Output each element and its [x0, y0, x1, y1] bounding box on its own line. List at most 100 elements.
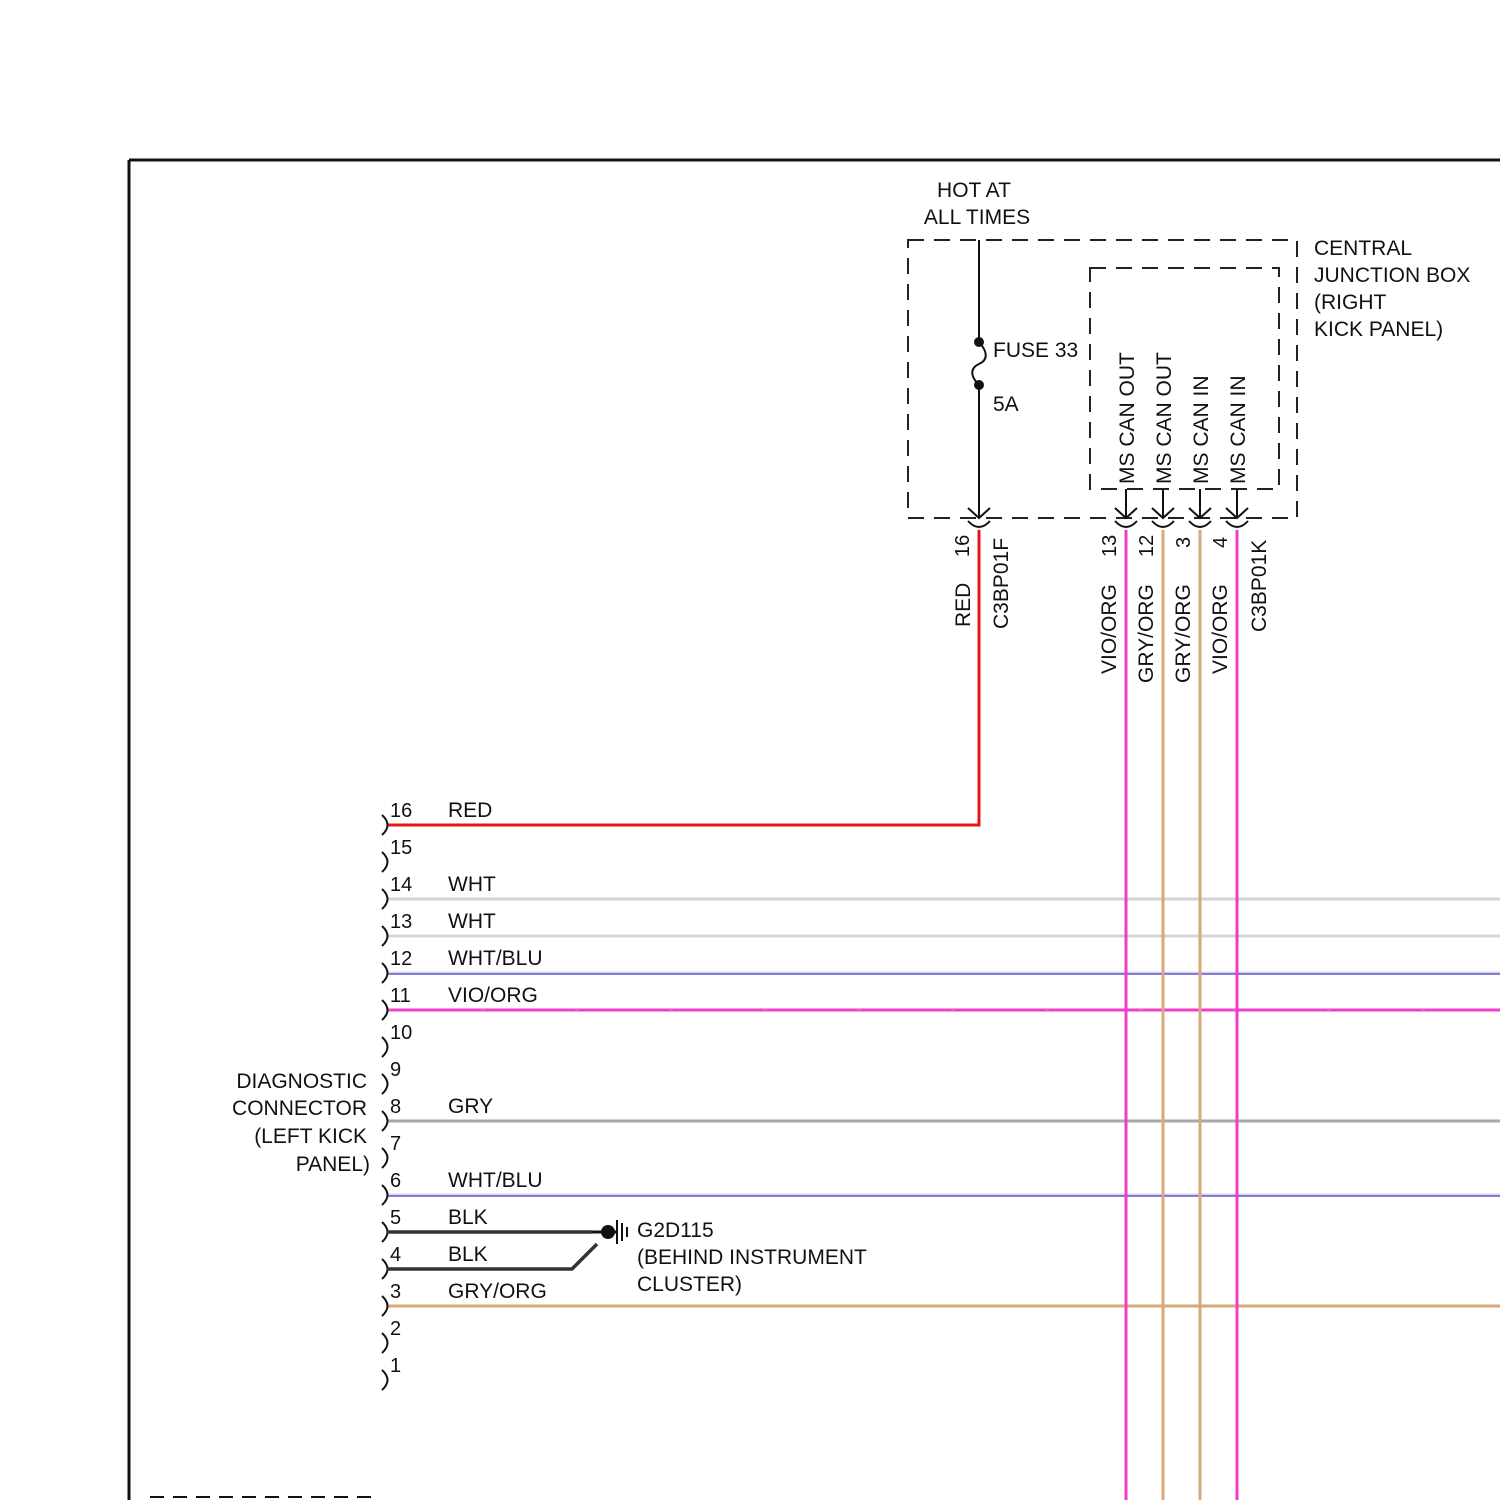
c3bp01f-name: C3BP01F: [990, 538, 1013, 629]
diagnostic-pin-terminal: [382, 1000, 388, 1020]
diagnostic-pin-10: 10: [382, 1022, 412, 1057]
diagnostic-pin-terminal: [382, 1037, 388, 1057]
c3bp01k-pin-4-number: 4: [1210, 537, 1232, 548]
diagnostic-pin-wire-color: GRY/ORG: [448, 1280, 547, 1303]
diagnostic-pin-terminal: [382, 1296, 388, 1316]
central-junction-box-label: CENTRAL JUNCTION BOX (RIGHT KICK PANEL): [1314, 237, 1470, 341]
diagnostic-pin-9: 9: [382, 1059, 401, 1094]
diagnostic-pin-wire-color: WHT: [448, 873, 496, 896]
diagnostic-pin-number: 3: [390, 1281, 401, 1303]
diagnostic-pin-number: 11: [390, 985, 411, 1007]
svg-text:CONNECTOR: CONNECTOR: [232, 1097, 367, 1120]
diagnostic-pin-8: 8 GRY: [382, 1095, 493, 1131]
diagram-frame: [129, 160, 1500, 1500]
svg-text:JUNCTION BOX: JUNCTION BOX: [1314, 264, 1470, 287]
diagnostic-pin-terminal: [382, 1148, 388, 1168]
c3bp01k-pin-12-wire: GRY/ORG: [1135, 584, 1158, 683]
diagnostic-pin-number: 4: [390, 1244, 401, 1266]
diagnostic-pin-terminal: [382, 1185, 388, 1205]
svg-text:(RIGHT: (RIGHT: [1314, 291, 1386, 314]
diagnostic-pin-number: 12: [390, 948, 412, 970]
c3bp01k-pin-4: MS CAN IN 4 VIO/ORG: [1209, 375, 1250, 674]
fuse-rating-label: 5A: [993, 393, 1019, 416]
ground-location-line2: CLUSTER): [637, 1273, 742, 1296]
hot-at-all-times-label: HOT AT ALL TIMES: [924, 179, 1030, 229]
c3bp01k-pin-4-wire: VIO/ORG: [1209, 584, 1232, 674]
diagnostic-pin-terminal: [382, 1370, 388, 1390]
diagnostic-pin-terminal: [382, 815, 388, 835]
diagnostic-pin-number: 16: [390, 800, 412, 822]
c3bp01k-pin-3-wire: GRY/ORG: [1172, 584, 1195, 683]
diagnostic-pin-13: 13 WHT: [382, 910, 496, 946]
svg-text:KICK PANEL): KICK PANEL): [1314, 318, 1443, 341]
svg-text:PANEL): PANEL): [296, 1153, 370, 1176]
ground-g2d115: G2D115 (BEHIND INSTRUMENT CLUSTER): [592, 1219, 867, 1296]
diagnostic-pin-wire-color: BLK: [448, 1206, 488, 1229]
diagnostic-pin-number: 14: [390, 874, 412, 896]
ground-wires: [387, 1232, 597, 1269]
c3bp01k-pin-3-function: MS CAN IN: [1190, 375, 1213, 484]
fuse-name-label: FUSE 33: [993, 339, 1078, 362]
ground-name: G2D115: [637, 1219, 714, 1242]
horizontal-wires: [387, 899, 1500, 1306]
diagnostic-pin-number: 2: [390, 1318, 401, 1340]
diagnostic-pin-wire-color: WHT: [448, 910, 496, 933]
diagnostic-pin-4: 4 BLK: [382, 1243, 488, 1279]
c3bp01k-name: C3BP01K: [1248, 540, 1271, 632]
diagnostic-pin-number: 10: [390, 1022, 412, 1044]
diagnostic-pin-terminal: [382, 963, 388, 983]
diagnostic-pin-6: 6 WHT/BLU: [382, 1169, 543, 1205]
diagnostic-pin-wire-color: BLK: [448, 1243, 488, 1266]
diagnostic-pin-wire-color: WHT/BLU: [448, 1169, 543, 1192]
svg-text:HOT AT: HOT AT: [937, 179, 1011, 202]
c3bp01f-pin-number: 16: [952, 535, 974, 557]
diagnostic-pin-7: 7: [382, 1133, 401, 1168]
diagnostic-pin-number: 8: [390, 1096, 401, 1118]
c3bp01f-wire-color: RED: [952, 583, 975, 627]
diagnostic-pin-terminal: [382, 926, 388, 946]
diagnostic-pin-wire-color: WHT/BLU: [448, 947, 543, 970]
svg-text:DIAGNOSTIC: DIAGNOSTIC: [236, 1070, 367, 1093]
diagnostic-pin-terminal: [382, 1333, 388, 1353]
diagnostic-pin-number: 1: [390, 1355, 401, 1377]
svg-text:CENTRAL: CENTRAL: [1314, 237, 1412, 260]
diagnostic-pin-wire-color: GRY: [448, 1095, 493, 1118]
diagnostic-pin-11: 11 VIO/ORG: [382, 984, 538, 1020]
diagnostic-pin-14: 14 WHT: [382, 873, 496, 909]
diagnostic-pin-number: 6: [390, 1170, 401, 1192]
diagnostic-connector-label: DIAGNOSTIC CONNECTOR (LEFT KICK PANEL): [232, 1070, 370, 1176]
c3bp01k-pin-3: MS CAN IN 3 GRY/ORG: [1172, 375, 1213, 683]
c3bp01k-pin-13-function: MS CAN OUT: [1116, 352, 1139, 484]
c3bp01k-pin-13-wire: VIO/ORG: [1098, 584, 1121, 674]
c3bp01k-pin-3-number: 3: [1173, 537, 1195, 548]
diagnostic-pin-terminal: [382, 852, 388, 872]
connector-c3bp01f: 16 RED C3BP01F: [952, 508, 1013, 629]
diagnostic-pin-number: 5: [390, 1207, 401, 1229]
c3bp01k-pin-13-number: 13: [1099, 535, 1121, 557]
diagnostic-pin-terminal: [382, 1111, 388, 1131]
diagnostic-pin-2: 2: [382, 1318, 401, 1353]
diagnostic-pin-number: 13: [390, 911, 412, 933]
wire-red: [387, 530, 979, 825]
diagnostic-pin-5: 5 BLK: [382, 1206, 488, 1242]
svg-text:(LEFT KICK: (LEFT KICK: [254, 1125, 367, 1148]
diagnostic-pin-wire-color: VIO/ORG: [448, 984, 538, 1007]
diagnostic-pin-number: 15: [390, 837, 412, 859]
c3bp01k-pin-4-function: MS CAN IN: [1227, 375, 1250, 484]
diagnostic-pin-number: 9: [390, 1059, 401, 1081]
diagnostic-pin-12: 12 WHT/BLU: [382, 947, 543, 983]
wire-blk-pin4: [387, 1244, 597, 1269]
diagnostic-pin-15: 15: [382, 837, 412, 872]
diagnostic-pin-wire-color: RED: [448, 799, 492, 822]
diagnostic-pin-terminal: [382, 889, 388, 909]
diagnostic-pin-16: 16 RED: [382, 799, 492, 835]
svg-text:ALL TIMES: ALL TIMES: [924, 206, 1030, 229]
diagnostic-pin-terminal: [382, 1259, 388, 1279]
diagnostic-pin-number: 7: [390, 1133, 401, 1155]
c3bp01k-pin-13: MS CAN OUT 13 VIO/ORG: [1098, 352, 1139, 674]
c3bp01k-pin-12-number: 12: [1136, 535, 1158, 557]
diagnostic-pin-1: 1: [382, 1355, 401, 1390]
